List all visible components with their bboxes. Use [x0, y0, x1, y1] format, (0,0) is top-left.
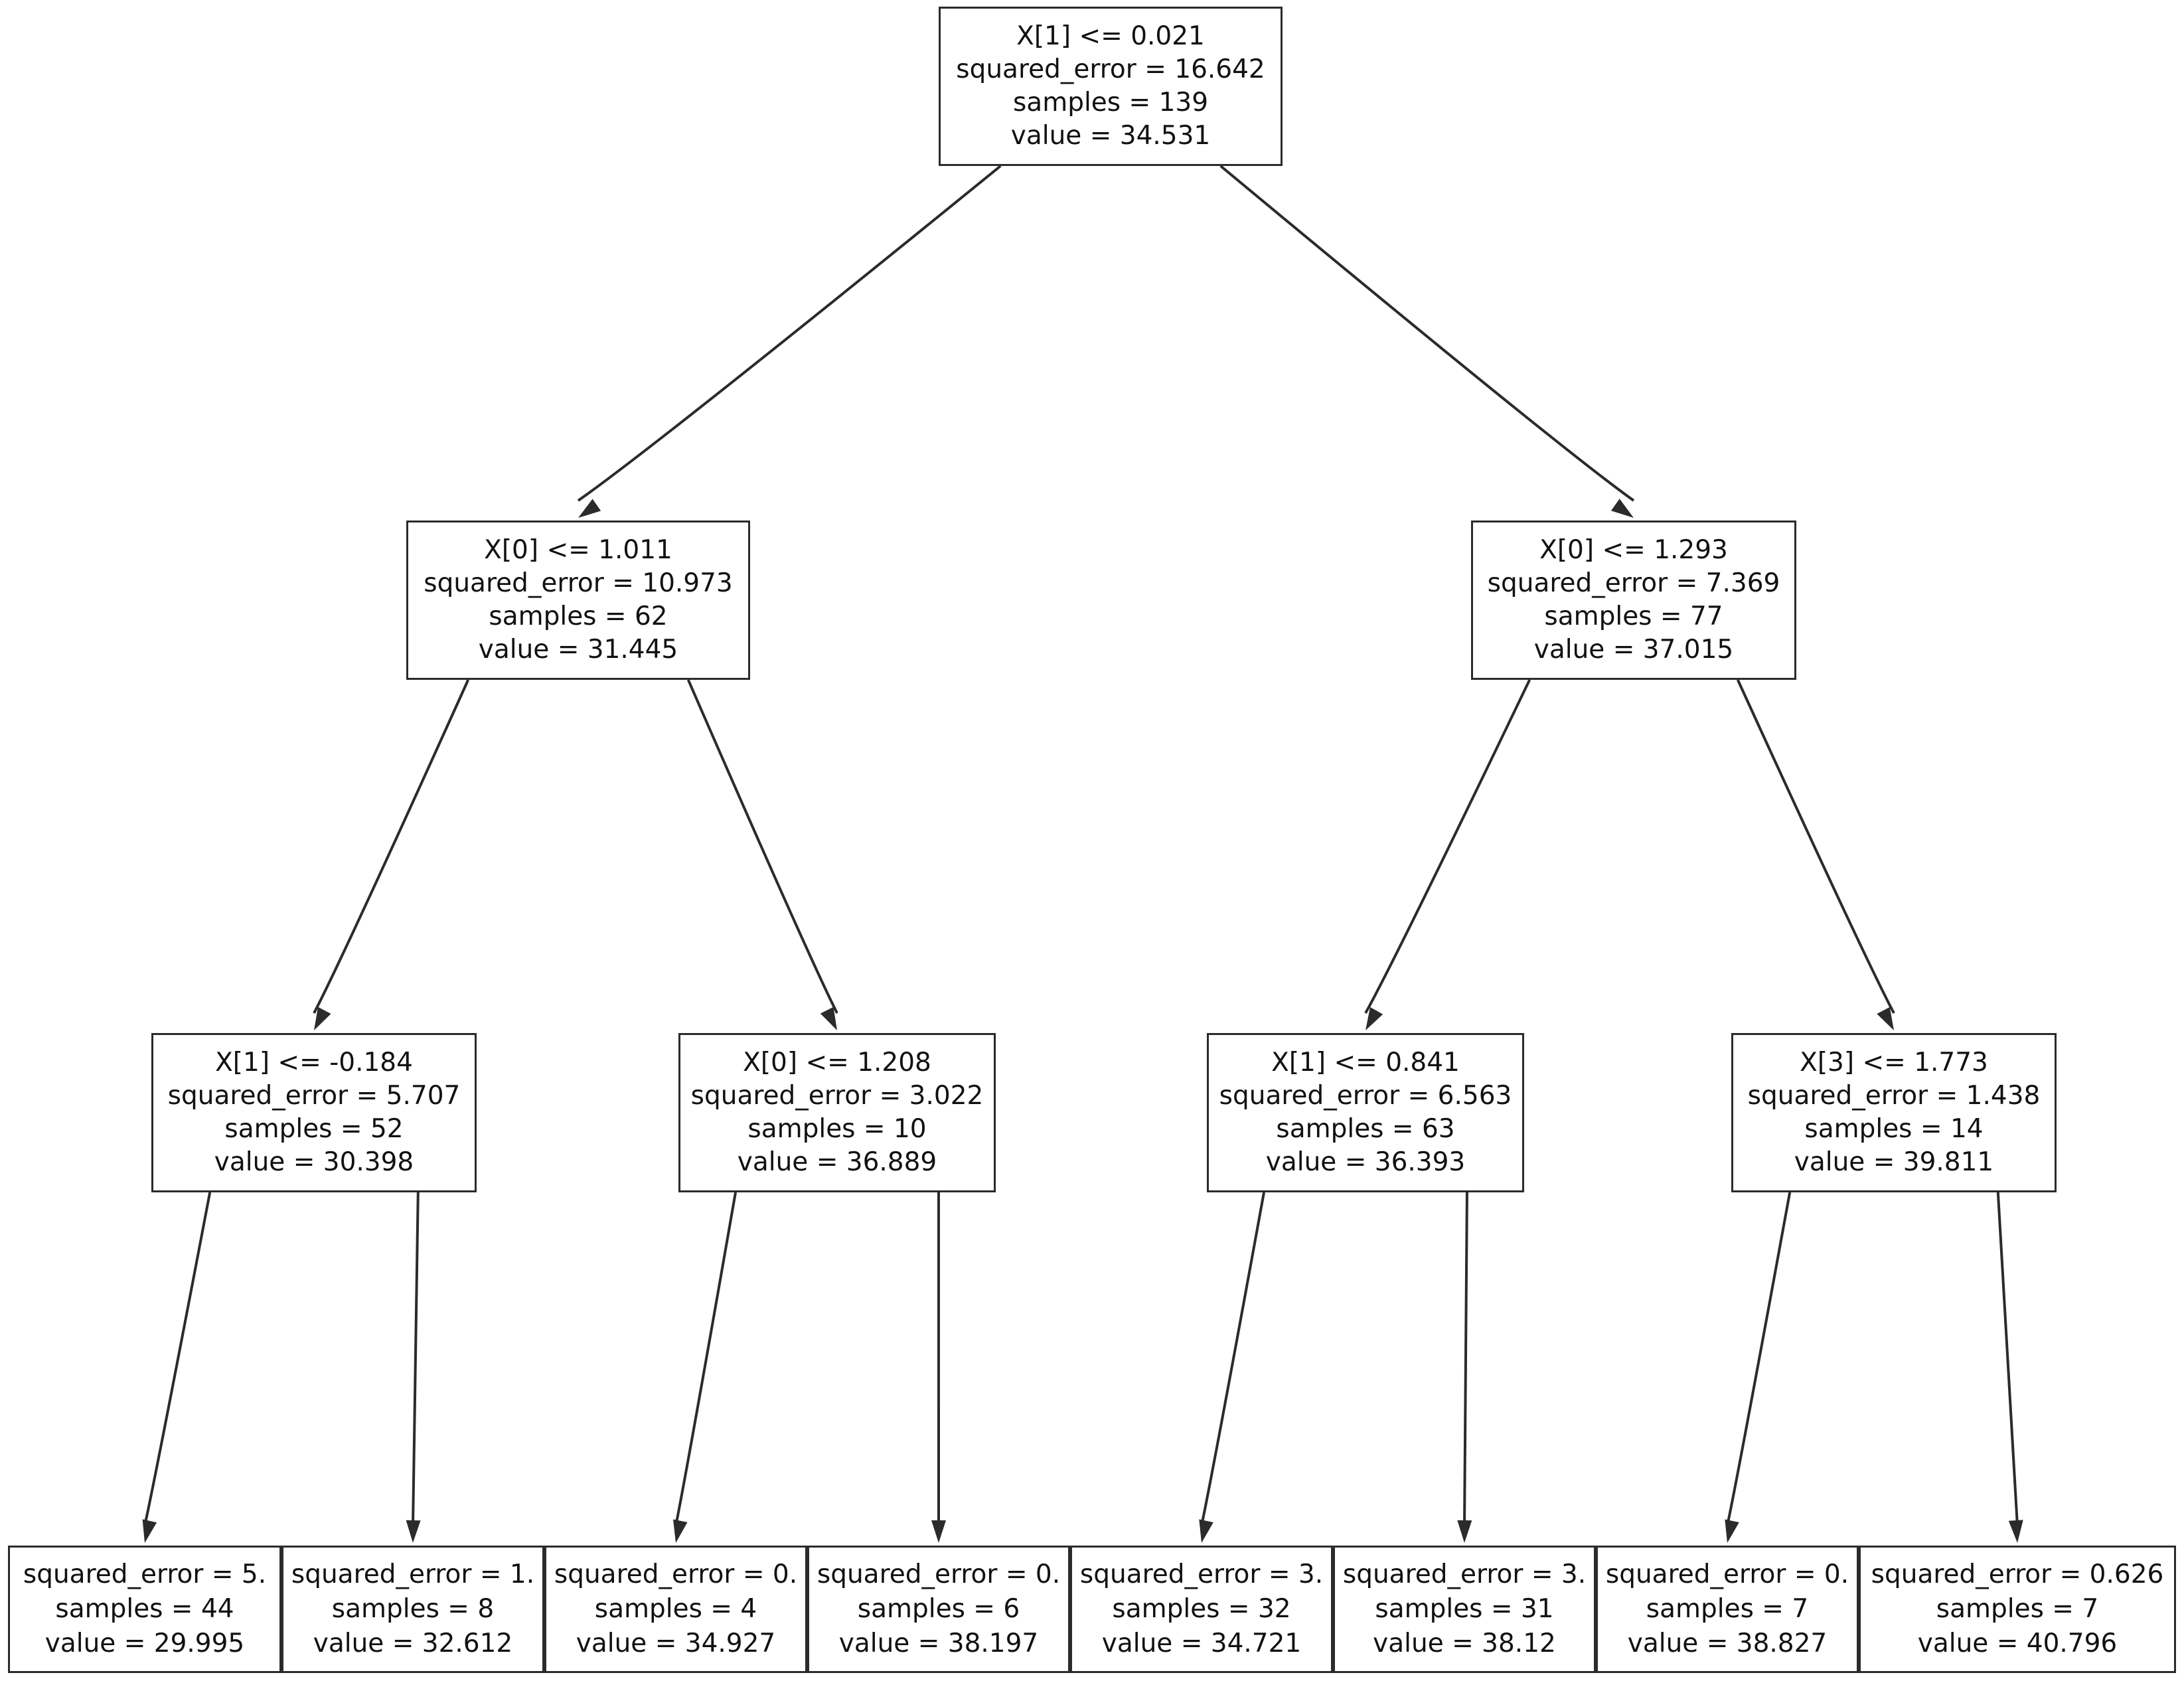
tree-edge-arrowhead — [1365, 1006, 1383, 1030]
tree-node-line: squared_error = 5.707 — [167, 1081, 461, 1111]
tree-leaf-node: squared_error = 1. samples = 8 value = 32.… — [281, 1546, 544, 1673]
tree-node-line: value = 37.015 — [1533, 635, 1734, 665]
tree-edge-arrowhead — [1199, 1519, 1213, 1543]
tree-leaf-node: squared_error = 5. samples = 44 value = 29… — [8, 1546, 281, 1673]
tree-node-line: squared_error = 3.022 — [690, 1081, 984, 1111]
tree-node-line: samples = 32 — [1112, 1594, 1291, 1624]
tree-leaf-node: squared_error = 0.626 samples = 7 value = … — [1859, 1546, 2176, 1673]
tree-node-line: squared_error = 6.563 — [1219, 1081, 1512, 1111]
tree-edge — [674, 1192, 738, 1526]
tree-node-line: value = 31.445 — [478, 635, 678, 665]
tree-edge-arrowhead — [931, 1520, 946, 1543]
tree-edge — [1726, 1192, 1792, 1526]
tree-edge-arrowhead — [1457, 1520, 1472, 1543]
tree-node-line: squared_error = 1. — [291, 1560, 535, 1589]
tree-leaf-node: squared_error = 0. samples = 6 value = 38.… — [807, 1546, 1070, 1673]
tree-node-line: squared_error = 0. — [554, 1560, 798, 1589]
tree-edge — [1200, 1192, 1266, 1526]
tree-node-line: samples = 63 — [1276, 1114, 1455, 1144]
tree-node-line: X[0] <= 1.293 — [1539, 535, 1728, 565]
tree-edge-arrowhead — [578, 499, 601, 518]
tree-node-line: samples = 62 — [489, 601, 668, 631]
tree-edge — [1463, 1192, 1468, 1526]
tree-node-line: X[1] <= 0.021 — [1016, 21, 1205, 51]
tree-edge-arrowhead — [406, 1520, 421, 1543]
tree-node-line: value = 34.721 — [1101, 1629, 1302, 1658]
tree-edge — [1996, 1192, 2019, 1526]
tree-edge-arrowhead — [1610, 499, 1634, 518]
tree-edge — [1736, 679, 1895, 1014]
tree-edge — [686, 679, 838, 1014]
tree-node-line: value = 34.927 — [576, 1629, 776, 1658]
tree-node-line: samples = 10 — [747, 1114, 927, 1144]
tree-node-line: samples = 7 — [1646, 1594, 1809, 1624]
tree-node-line: samples = 139 — [1012, 88, 1209, 118]
tree-node-line: value = 39.811 — [1794, 1147, 1994, 1177]
tree-node-line: value = 40.796 — [1917, 1629, 2118, 1658]
tree-node-line: X[0] <= 1.208 — [743, 1048, 931, 1078]
tree-node-line: samples = 52 — [224, 1114, 404, 1144]
tree-leaf-node: squared_error = 0. samples = 4 value = 34.… — [544, 1546, 807, 1673]
tree-node-line: samples = 8 — [331, 1594, 495, 1624]
tree-node-line: X[0] <= 1.011 — [484, 535, 672, 565]
tree-edge-arrowhead — [142, 1519, 157, 1543]
tree-edge-arrowhead — [820, 1006, 837, 1030]
tree-node-line: squared_error = 0. — [817, 1560, 1061, 1589]
tree-edge — [1219, 165, 1635, 502]
tree-node-line: squared_error = 3. — [1342, 1560, 1587, 1589]
tree-node-line: value = 34.531 — [1010, 121, 1211, 151]
tree-node-line: samples = 14 — [1804, 1114, 1984, 1144]
tree-edge-arrowhead — [2008, 1520, 2023, 1543]
tree-leaf-node: squared_error = 3. samples = 32 value = 34… — [1070, 1546, 1333, 1673]
tree-node-line: value = 36.889 — [737, 1147, 937, 1177]
tree-node-line: value = 38.12 — [1373, 1629, 1556, 1658]
tree-node-line: samples = 44 — [55, 1594, 234, 1624]
tree-node-line: squared_error = 0.626 — [1871, 1560, 2164, 1589]
tree-edge-arrowhead — [673, 1519, 688, 1543]
tree-node-line: value = 29.995 — [44, 1629, 245, 1658]
tree-node-line: squared_error = 16.642 — [956, 54, 1265, 84]
tree-node-line: samples = 77 — [1544, 601, 1723, 631]
tree-edge — [143, 1192, 212, 1526]
tree-node-line: squared_error = 10.973 — [424, 568, 733, 598]
tree-node-line: squared_error = 1.438 — [1747, 1081, 2041, 1111]
tree-node-line: squared_error = 5. — [23, 1560, 267, 1589]
tree-edge-arrowhead — [314, 1006, 331, 1030]
tree-edge — [313, 679, 470, 1014]
tree-node-line: squared_error = 0. — [1605, 1560, 1849, 1589]
tree-node-line: value = 32.612 — [313, 1629, 513, 1658]
tree-node-line: squared_error = 3. — [1079, 1560, 1324, 1589]
tree-node-line: X[3] <= 1.773 — [1800, 1048, 1988, 1078]
tree-node-line: X[1] <= 0.841 — [1271, 1048, 1460, 1078]
tree-node-line: squared_error = 7.369 — [1487, 568, 1780, 598]
tree-edge-arrowhead — [1725, 1519, 1739, 1543]
tree-leaf-node: squared_error = 3. samples = 31 value = 38… — [1333, 1546, 1596, 1673]
tree-node-line: value = 36.393 — [1265, 1147, 1466, 1177]
tree-edge-arrowhead — [1877, 1006, 1894, 1030]
tree-edge — [1364, 679, 1531, 1014]
tree-edge — [412, 1192, 420, 1526]
tree-leaf-node: squared_error = 0. samples = 7 value = 38.… — [1596, 1546, 1859, 1673]
tree-node-line: samples = 31 — [1375, 1594, 1554, 1624]
tree-node-line: samples = 7 — [1936, 1594, 2099, 1624]
tree-edge — [577, 165, 1002, 502]
tree-node-line: value = 38.197 — [838, 1629, 1039, 1658]
tree-node-line: value = 38.827 — [1627, 1629, 1828, 1658]
tree-node-line: X[1] <= -0.184 — [215, 1048, 413, 1078]
tree-node-line: samples = 4 — [594, 1594, 757, 1624]
tree-node-line: value = 30.398 — [214, 1147, 414, 1177]
tree-node-line: samples = 6 — [857, 1594, 1020, 1624]
